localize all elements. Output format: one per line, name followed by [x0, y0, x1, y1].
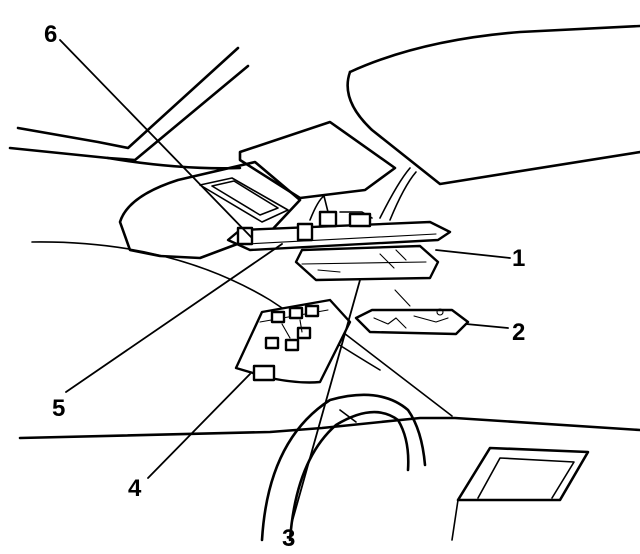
switch-module	[234, 298, 352, 384]
callout-5: 5	[52, 395, 65, 422]
callout-1: 1	[512, 245, 525, 272]
center-console-side	[451, 499, 459, 541]
leader-1	[435, 249, 511, 259]
leader-6	[59, 39, 253, 239]
leader-5	[65, 243, 283, 393]
steering-wheel-hub	[339, 409, 357, 423]
leader-2	[465, 323, 509, 329]
callout-labels: 6 1 2 5 4 3	[44, 21, 525, 552]
callout-6: 6	[44, 21, 57, 48]
callout-2: 2	[512, 319, 525, 346]
sun-visor	[118, 160, 302, 260]
windshield-diagonal	[339, 329, 453, 417]
mounting-bracket	[226, 210, 452, 252]
lens-trim	[354, 289, 470, 336]
a-pillar-left	[16, 46, 240, 150]
leader-lines	[59, 39, 511, 523]
dashboard-top	[18, 416, 640, 440]
callout-4: 4	[128, 475, 142, 502]
roof-panel-rear-edge	[346, 70, 640, 186]
callout-3: 3	[282, 525, 295, 552]
center-console-inner	[477, 457, 575, 499]
steering-wheel-inner	[288, 410, 410, 542]
steering-wheel-outer	[260, 393, 427, 542]
center-console	[456, 446, 590, 502]
body-side-curve	[31, 241, 381, 371]
vehicle-interior	[8, 24, 640, 542]
visor-mirror	[199, 177, 289, 223]
console-housing	[294, 244, 440, 282]
leader-4	[147, 373, 251, 479]
overhead-panel	[238, 120, 397, 200]
roof-panel-rear	[348, 24, 640, 74]
leader-3	[291, 279, 361, 523]
visor-mirror-inner	[211, 180, 279, 216]
